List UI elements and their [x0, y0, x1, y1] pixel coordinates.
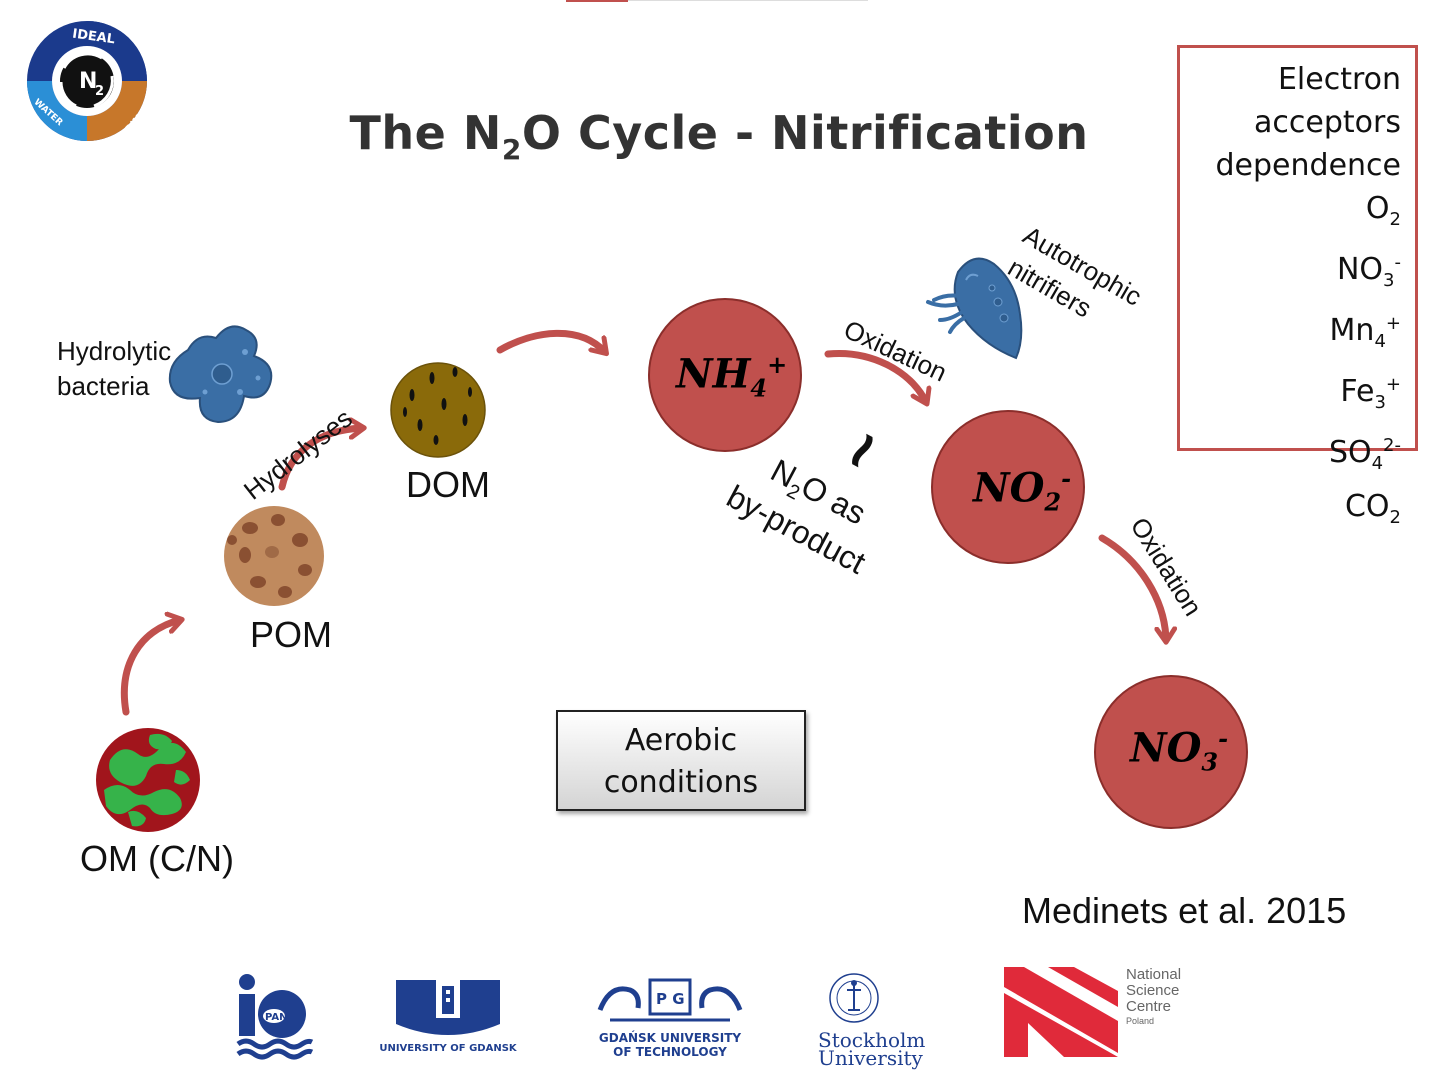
- top-accent-bar: [566, 0, 628, 2]
- ncn-line-3: Centre: [1126, 998, 1172, 1015]
- electron-acceptor-line: SO42-: [1328, 435, 1401, 474]
- logo-arc-top: IDEAL: [71, 27, 116, 48]
- electron-acceptor-line: acceptors: [1254, 105, 1401, 140]
- no3-node: [1094, 675, 1248, 829]
- bacteria-label: bacteria: [57, 371, 150, 401]
- electron-acceptor-line: dependence: [1215, 148, 1401, 183]
- ug-logo: UNIVERSITY OF GDANSK: [378, 976, 518, 1058]
- su-text-1: Stockholm: [818, 1028, 926, 1052]
- no2-node: [931, 410, 1085, 564]
- ncn-line-2: Science: [1126, 982, 1180, 999]
- om-particle: [96, 728, 200, 832]
- hydrolytic-label: Hydrolytic: [57, 336, 172, 366]
- aerobic-conditions-box: Aerobic conditions: [556, 710, 806, 811]
- electron-acceptor-line: CO2: [1344, 489, 1401, 528]
- ug-text: UNIVERSITY OF GDANSK: [379, 1043, 517, 1054]
- su-text-2: University: [818, 1046, 923, 1070]
- nitrifier-bacteria-icon: [926, 257, 1023, 360]
- iopan-logo: PAN: [236, 974, 314, 1060]
- citation: Medinets et al. 2015: [1022, 890, 1347, 931]
- no2-label: NO2-: [973, 464, 1072, 517]
- pg-text-2: OF TECHNOLOGY: [613, 1045, 727, 1059]
- dom-label: DOM: [406, 464, 490, 505]
- aerobic-line-1: Aerobic: [624, 723, 738, 758]
- electron-acceptor-line: Fe3+: [1340, 374, 1401, 413]
- arrow-pom-to-dom: [278, 428, 362, 491]
- ideal-logo: N 2 IDEAL WATER SEDIMENT: [27, 21, 150, 142]
- ncn-line-1: National: [1126, 966, 1182, 983]
- electron-acceptor-line: Mn4+: [1329, 313, 1401, 352]
- arrow-dom-to-nh4: [496, 329, 605, 352]
- arrow-nh4-to-no2: [824, 349, 926, 402]
- pg-text-1: GDAŃSK UNIVERSITY: [598, 1031, 742, 1045]
- nh4-node: [648, 298, 802, 452]
- hydrolytic-bacteria-icon: [168, 325, 273, 424]
- ncn-text: National Science Centre Poland: [1126, 967, 1181, 1027]
- arrow-no2-to-no3: [1098, 534, 1166, 640]
- page-title: The N2O Cycle - Nitrification: [349, 106, 1089, 166]
- logo-center-sub: 2: [95, 84, 104, 99]
- pg-letters: P G: [656, 990, 685, 1008]
- pg-logo: P G GDAŃSK UNIVERSITY OF TECHNOLOGY: [580, 974, 760, 1059]
- aerobic-line-2: conditions: [603, 765, 759, 800]
- iopan-text: PAN: [265, 1012, 288, 1023]
- pom-particle: [224, 506, 324, 606]
- dom-particle: [390, 362, 486, 458]
- pom-label: POM: [250, 614, 333, 655]
- electron-acceptor-line: O2: [1365, 191, 1401, 230]
- no3-label: NO3-: [1130, 724, 1229, 777]
- nh4-label: NH4+: [676, 350, 788, 403]
- electron-acceptor-line: NO3-: [1336, 252, 1401, 291]
- logo-center-text: N: [79, 69, 97, 94]
- arrow-om-to-pom: [120, 620, 180, 716]
- su-logo: Stockholm University: [818, 970, 948, 1068]
- om-label: OM (C/N): [80, 838, 234, 879]
- ncn-line-4: Poland: [1126, 1016, 1155, 1026]
- top-divider: [628, 0, 868, 1]
- electron-acceptor-line: Electron: [1277, 62, 1401, 97]
- ncn-logo: National Science Centre Poland: [1004, 967, 1204, 1059]
